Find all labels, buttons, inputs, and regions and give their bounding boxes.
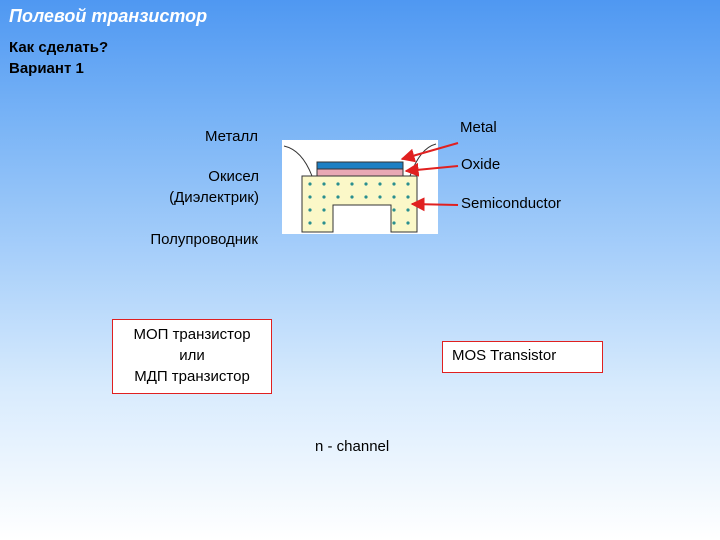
box-ru-line2: или: [179, 347, 205, 364]
dopant-dot: [406, 208, 410, 212]
dopant-dot: [392, 221, 396, 225]
label-ru-oxide: Окисел (Диэлектрик): [169, 166, 259, 208]
dopant-dot: [406, 182, 410, 186]
arrow-metal: [400, 142, 459, 163]
dopant-dot: [336, 182, 340, 186]
dopant-dot: [322, 208, 326, 212]
label-en-oxide: Oxide: [461, 156, 501, 173]
slide-title: Полевой транзистор: [9, 6, 208, 26]
dopant-dot: [350, 182, 354, 186]
label-ru-semiconductor: Полупроводник: [150, 231, 258, 248]
dopant-dot: [322, 221, 326, 225]
mos-russian-box: МОП транзистор или МДП транзистор: [112, 319, 272, 394]
metal-layer: [316, 161, 404, 170]
dopant-dot: [308, 195, 312, 199]
dopant-dot: [322, 195, 326, 199]
dopant-dot: [336, 195, 340, 199]
oxide-layer: [316, 168, 404, 177]
dopant-dot: [308, 208, 312, 212]
label-en-semiconductor: Semiconductor: [461, 195, 562, 212]
semiconductor-layer: [301, 175, 418, 233]
subtitle: Как сделать? Вариант 1: [9, 37, 108, 79]
dopant-dot: [350, 195, 354, 199]
box-ru-line3: МДП транзистор: [134, 368, 250, 385]
label-ru-metal: Металл: [204, 128, 258, 145]
dopant-dot: [364, 182, 368, 186]
subtitle-line-variant: Вариант 1: [9, 60, 84, 77]
dopant-dot: [406, 195, 410, 199]
box-ru-line1: МОП транзистор: [133, 326, 251, 343]
channel-label: n - channel: [315, 438, 390, 455]
mos-structure-diagram: [282, 140, 459, 234]
label-en-metal: Metal: [460, 119, 497, 136]
dopant-dot: [406, 221, 410, 225]
dopant-dot: [392, 195, 396, 199]
dopant-dot: [308, 182, 312, 186]
dopant-dot: [392, 182, 396, 186]
dopant-dot: [392, 208, 396, 212]
dopant-dot: [364, 195, 368, 199]
label-ru-oxide-line1: Окисел: [208, 168, 259, 185]
left-curve: [283, 145, 313, 177]
arrow-semiconductor: [410, 197, 459, 212]
dopant-dot: [378, 195, 382, 199]
dopant-dot: [308, 221, 312, 225]
subtitle-line-question: Как сделать?: [9, 39, 109, 56]
label-ru-oxide-line2: (Диэлектрик): [169, 189, 259, 206]
mos-transistor-box: MOS Transistor: [442, 341, 603, 373]
dopant-dot: [378, 182, 382, 186]
dopant-dot: [322, 182, 326, 186]
dopant-dots: [308, 182, 410, 225]
arrow-oxide: [404, 162, 459, 177]
